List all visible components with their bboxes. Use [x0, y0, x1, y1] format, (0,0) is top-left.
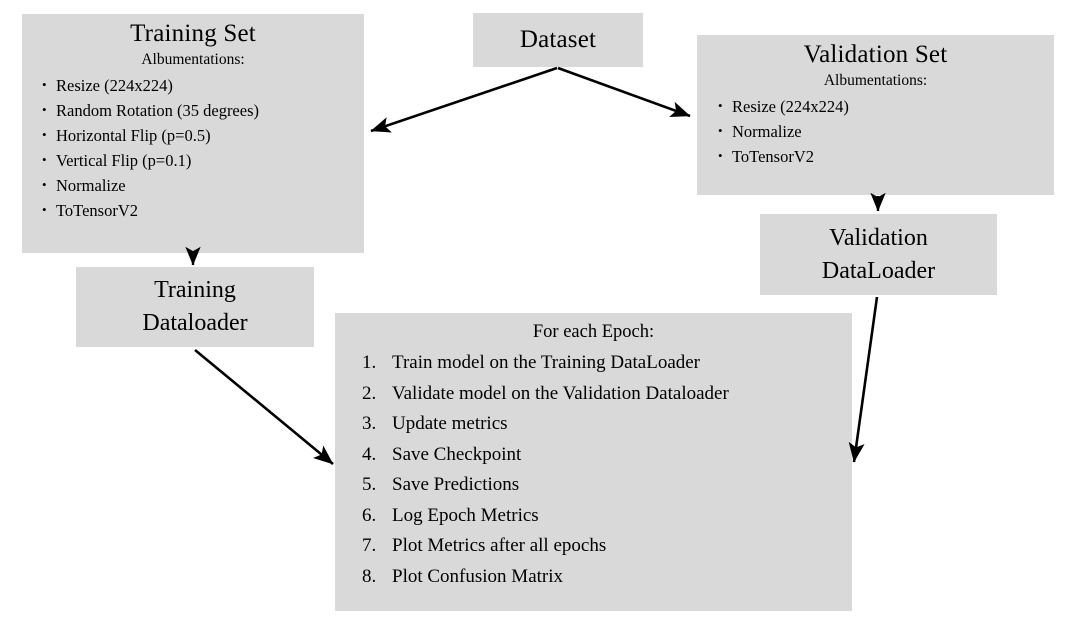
list-item: Plot Metrics after all epochs [362, 531, 607, 561]
validation-set-title: Validation Set [803, 41, 948, 68]
validation-set-box[interactable]: Validation Set Albumentations: Resize (2… [697, 35, 1054, 195]
list-item: ToTensorV2 [718, 143, 1054, 169]
arrow-dataset-to-training-set [370, 66, 558, 133]
list-item: Save Checkpoint [362, 440, 522, 470]
list-item: Update metrics [362, 409, 508, 439]
epoch-step-list: Train model on the Training DataLoader V… [335, 348, 852, 592]
validation-set-augmentation-list: Resize (224x224) Normalize ToTensorV2 [718, 93, 1054, 169]
arrow-dataset-to-validation-set [557, 66, 691, 118]
dataset-label: Dataset [519, 26, 597, 53]
training-set-title: Training Set [130, 20, 256, 47]
epoch-loop-box[interactable]: For each Epoch: Train model on the Train… [335, 313, 852, 611]
validation-dataloader-label-line1: Validation [829, 224, 928, 251]
training-set-augmentation-list: Resize (224x224) Random Rotation (35 deg… [42, 72, 364, 223]
list-item: Train model on the Training DataLoader [362, 348, 701, 378]
list-item: Resize (224x224) [42, 72, 364, 98]
list-item: Normalize [42, 172, 364, 198]
list-item: Log Epoch Metrics [362, 501, 539, 531]
list-item: Validate model on the Validation Dataloa… [362, 379, 729, 409]
list-item: Normalize [718, 118, 1054, 144]
validation-dataloader-box[interactable]: Validation DataLoader [760, 214, 997, 295]
validation-dataloader-label-line2: DataLoader [821, 257, 936, 284]
list-item: ToTensorV2 [42, 197, 364, 223]
validation-set-subtitle: Albumentations: [823, 72, 928, 89]
training-set-subtitle: Albumentations: [141, 51, 245, 68]
training-dataloader-label-line2: Dataloader [142, 310, 248, 336]
list-item: Resize (224x224) [718, 93, 1054, 119]
list-item: Random Rotation (35 degrees) [42, 97, 364, 123]
epoch-loop-header: For each Epoch: [532, 322, 655, 342]
list-item: Vertical Flip (p=0.1) [42, 147, 364, 173]
list-item: Horizontal Flip (p=0.5) [42, 122, 364, 148]
training-dataloader-label-line1: Training [154, 277, 236, 303]
training-dataloader-box[interactable]: Training Dataloader [76, 267, 314, 347]
list-item: Plot Confusion Matrix [362, 562, 564, 592]
dataset-box[interactable]: Dataset [473, 13, 643, 67]
list-item: Save Predictions [362, 470, 520, 500]
training-set-box[interactable]: Training Set Albumentations: Resize (224… [22, 14, 364, 253]
arrow-training-dataloader-to-epoch [194, 348, 334, 466]
arrow-validation-dataloader-to-epoch [848, 296, 879, 463]
